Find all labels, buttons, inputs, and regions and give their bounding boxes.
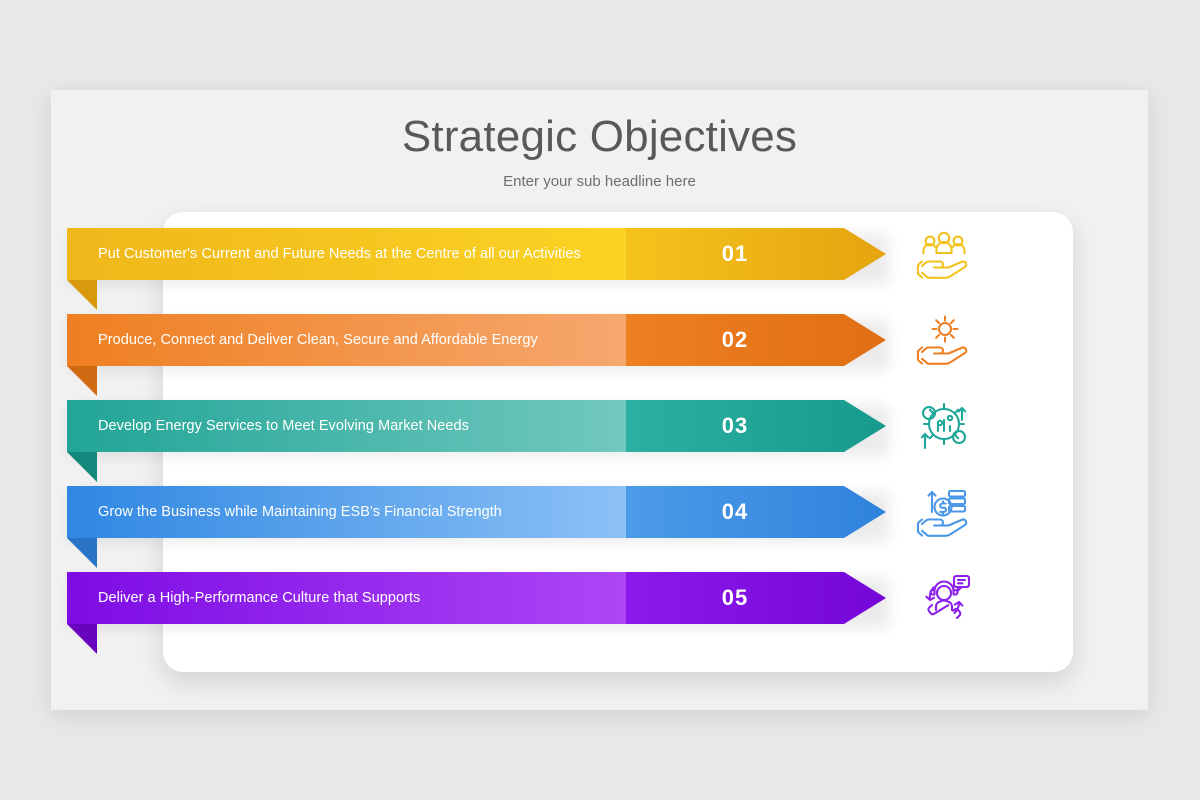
page-subtitle: Enter your sub headline here [503, 172, 696, 190]
objective-label-segment[interactable]: Develop Energy Services to Meet Evolving… [67, 400, 627, 452]
objective-label: Deliver a High-Performance Culture that … [98, 590, 421, 606]
objective-label-segment[interactable]: Deliver a High-Performance Culture that … [67, 572, 627, 624]
slide-header: Strategic Objectives Enter your sub head… [51, 90, 1148, 190]
hand-holding-gear-icon [911, 310, 977, 372]
objective-label-segment[interactable]: Grow the Business while Maintaining ESB'… [67, 486, 627, 538]
objective-row[interactable]: Deliver a High-Performance Culture that … [67, 572, 1073, 658]
objective-number-segment[interactable]: 01 [626, 228, 886, 280]
objective-number: 02 [721, 327, 749, 352]
objective-row[interactable]: Put Customer's Current and Future Needs … [67, 228, 1073, 314]
objective-number-segment[interactable]: 03 [626, 400, 886, 452]
objective-number-segment[interactable]: 05 [626, 572, 886, 624]
growth-analytics-gear-icon [911, 396, 977, 458]
ribbon-fold [67, 538, 97, 568]
objective-row[interactable]: Develop Energy Services to Meet Evolving… [67, 400, 1073, 486]
ribbon-fold [67, 366, 97, 396]
objective-label: Put Customer's Current and Future Needs … [98, 246, 581, 262]
objective-number: 03 [721, 413, 749, 438]
slide: Strategic Objectives Enter your sub head… [51, 90, 1148, 710]
objective-number: 05 [721, 585, 749, 610]
objective-row[interactable]: Grow the Business while Maintaining ESB'… [67, 486, 1073, 572]
objective-label: Grow the Business while Maintaining ESB'… [98, 504, 502, 520]
objective-row[interactable]: Produce, Connect and Deliver Clean, Secu… [67, 314, 1073, 400]
ribbon-fold [67, 280, 97, 310]
objective-label-segment[interactable]: Put Customer's Current and Future Needs … [67, 228, 627, 280]
objective-number: 04 [721, 499, 749, 524]
page-title: Strategic Objectives [401, 112, 798, 161]
objective-number: 01 [721, 241, 749, 266]
ribbon-fold [67, 452, 97, 482]
hand-holding-people-icon [911, 224, 977, 286]
customer-support-agent-icon [911, 568, 977, 630]
objective-number-segment[interactable]: 02 [626, 314, 886, 366]
ribbon-fold [67, 624, 97, 654]
objective-number-segment[interactable]: 04 [626, 486, 886, 538]
objectives-card: Put Customer's Current and Future Needs … [67, 212, 1073, 672]
objective-label-segment[interactable]: Produce, Connect and Deliver Clean, Secu… [67, 314, 627, 366]
objective-label: Develop Energy Services to Meet Evolving… [98, 418, 469, 434]
objective-label: Produce, Connect and Deliver Clean, Secu… [98, 332, 538, 348]
hand-holding-money-icon [911, 482, 977, 544]
